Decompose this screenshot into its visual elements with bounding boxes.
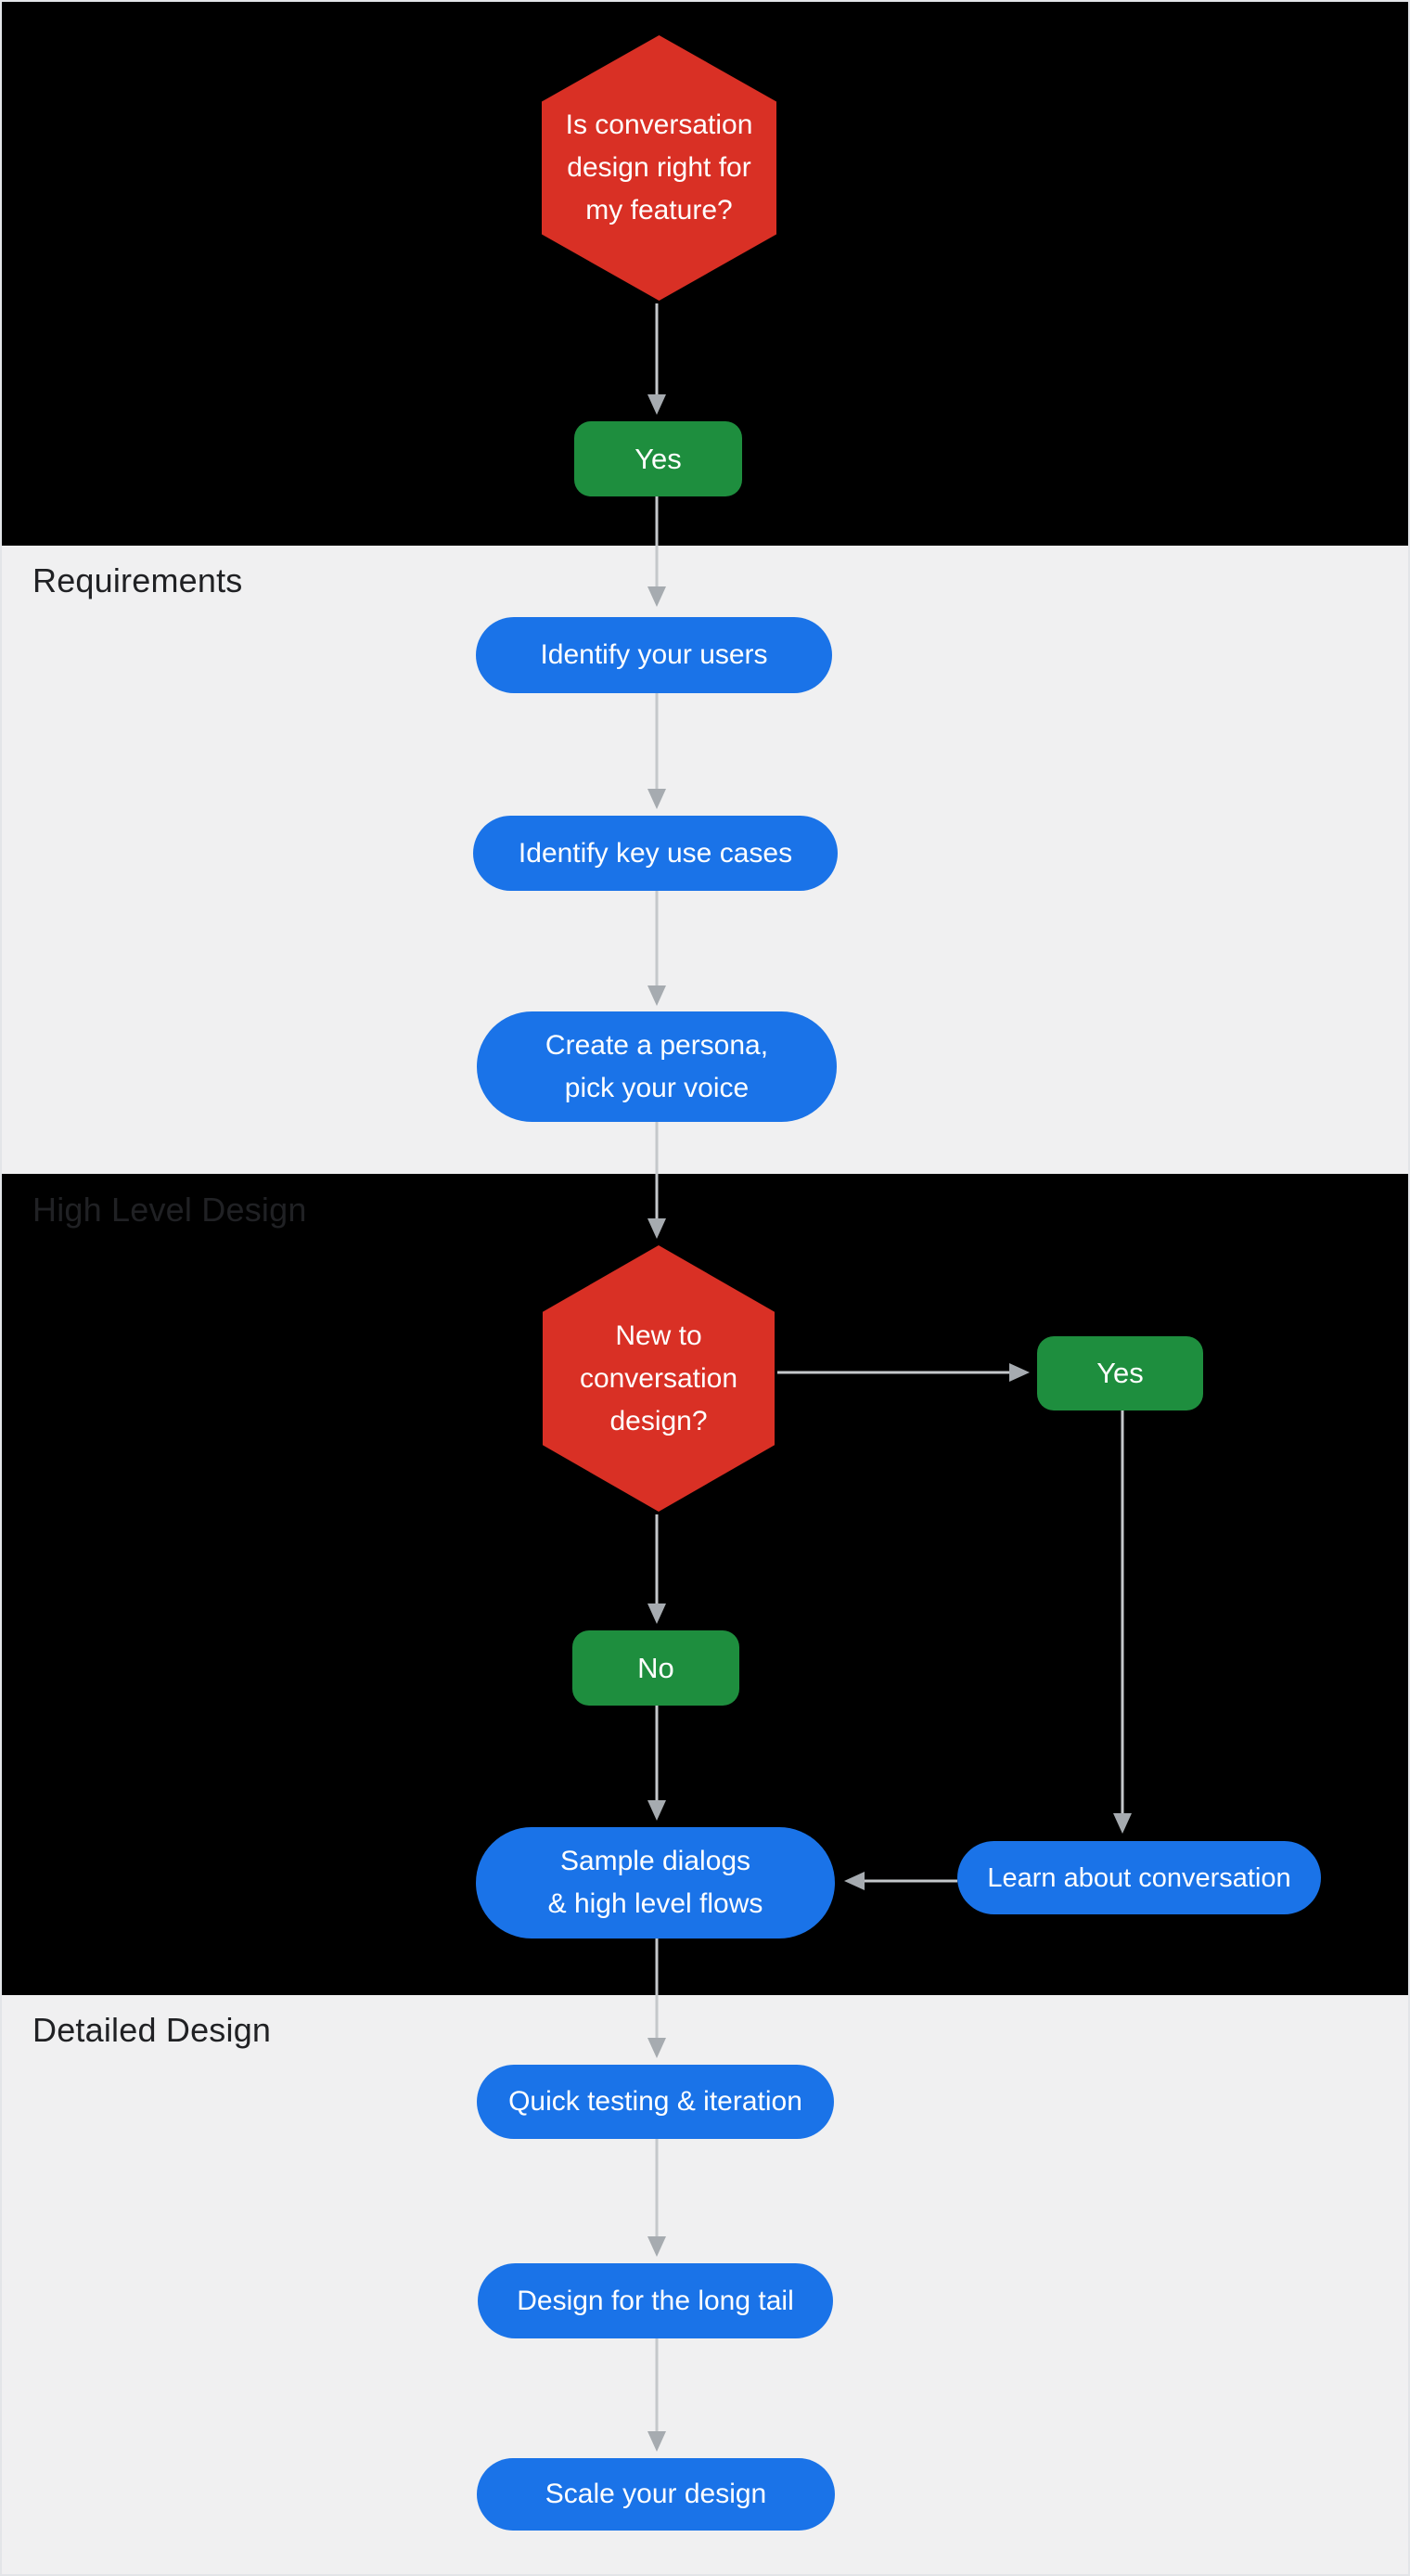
- step-line: pick your voice: [564, 1072, 750, 1103]
- step-label: Design for the long tail: [517, 2285, 794, 2316]
- step-label: Learn about conversation: [987, 1862, 1291, 1893]
- step-identify-your-users: Identify your users: [476, 617, 832, 693]
- step-learn-about-conversation: Learn about conversation: [957, 1841, 1321, 1914]
- step-label: Quick testing & iteration: [508, 2086, 802, 2117]
- step-identify-key-use-cases: Identify key use cases: [473, 816, 838, 891]
- answer-no: No: [572, 1630, 739, 1706]
- answer-label: No: [637, 1651, 674, 1684]
- step-label: Scale your design: [545, 2479, 767, 2509]
- decision-line: design?: [609, 1405, 708, 1436]
- decision-line: my feature?: [585, 195, 733, 225]
- answer-label: Yes: [1096, 1357, 1144, 1389]
- decision-new-to-conversation-design: New to conversation design?: [543, 1245, 775, 1512]
- decision-line: Is conversation: [565, 109, 753, 140]
- section-label-requirements: Requirements: [32, 561, 243, 599]
- step-quick-testing-iteration: Quick testing & iteration: [477, 2065, 834, 2139]
- step-create-a-persona: Create a persona, pick your voice: [477, 1011, 837, 1122]
- step-label: Identify key use cases: [518, 837, 793, 869]
- answer-yes-top: Yes: [574, 421, 742, 496]
- step-scale-your-design: Scale your design: [477, 2458, 835, 2531]
- step-line: & high level flows: [547, 1888, 763, 1919]
- section-label-detailed-design: Detailed Design: [32, 2011, 272, 2049]
- decision-line: design right for: [567, 152, 751, 183]
- step-line: Create a persona,: [545, 1029, 769, 1061]
- step-line: Sample dialogs: [559, 1846, 751, 1876]
- section-label-high-level-design: High Level Design: [32, 1191, 307, 1229]
- answer-yes-right: Yes: [1037, 1336, 1203, 1410]
- answer-label: Yes: [634, 442, 682, 475]
- step-design-for-the-long-tail: Design for the long tail: [478, 2263, 833, 2338]
- step-label: Identify your users: [540, 639, 768, 670]
- decision-line: conversation: [579, 1362, 738, 1394]
- decision-is-conversation-design-right: Is conversation design right for my feat…: [542, 35, 776, 301]
- decision-line: New to: [615, 1320, 702, 1351]
- step-sample-dialogs: Sample dialogs & high level flows: [476, 1827, 835, 1938]
